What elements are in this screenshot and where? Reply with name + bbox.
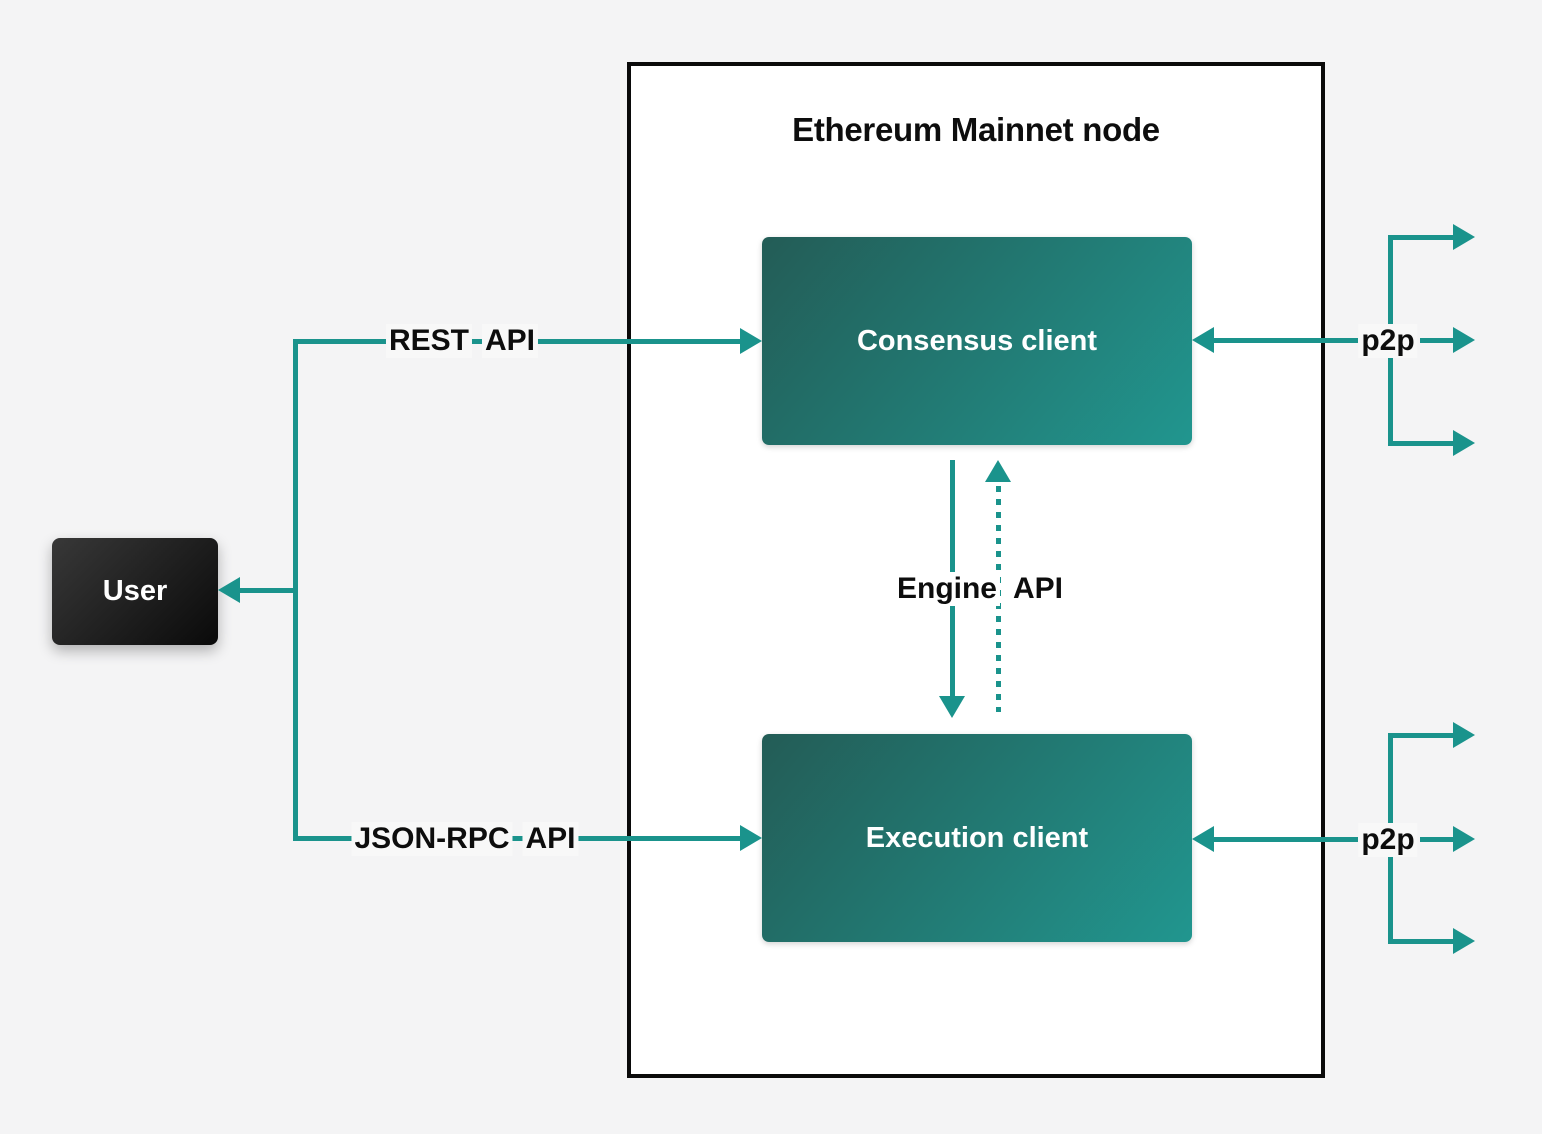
consensus-client-label: Consensus client <box>856 324 1098 357</box>
p2p-bottom-right-line <box>1420 837 1453 842</box>
json-rpc-api-label: JSON-RPC API <box>351 822 579 856</box>
execution-client-box: Execution client <box>762 734 1192 942</box>
p2p-bottom-lower-line <box>1390 939 1453 944</box>
p2p-bottom-lower-arrowhead-icon <box>1453 928 1475 954</box>
user-arrowhead-icon <box>218 577 240 603</box>
json-rpc-arrowhead-icon <box>740 825 762 851</box>
node-title: Ethereum Mainnet node <box>792 111 1160 148</box>
p2p-to-execution-line <box>1212 837 1358 842</box>
user-label: User <box>102 575 168 607</box>
p2p-to-consensus-arrowhead-icon <box>1192 327 1214 353</box>
user-box: User <box>52 538 218 645</box>
p2p-to-execution-arrowhead-icon <box>1192 826 1214 852</box>
json-rpc-word-1: JSON-RPC <box>351 822 513 856</box>
json-rpc-word-2: API <box>522 822 579 856</box>
engine-api-label: Engine API <box>893 572 1067 606</box>
rest-api-word-2: API <box>482 324 539 358</box>
p2p-top-right-arrowhead-icon <box>1453 327 1475 353</box>
execution-client-label: Execution client <box>865 821 1089 854</box>
p2p-bottom-upper-arrowhead-icon <box>1453 722 1475 748</box>
p2p-top-upper-line <box>1390 235 1453 240</box>
p2p-to-consensus-line <box>1212 338 1358 343</box>
engine-api-up-arrowhead-icon <box>985 460 1011 482</box>
consensus-client-box: Consensus client <box>762 237 1192 445</box>
p2p-bottom-label: p2p <box>1358 823 1418 857</box>
p2p-bottom-right-arrowhead-icon <box>1453 826 1475 852</box>
rest-api-word-1: REST <box>385 324 472 358</box>
user-arrow-line <box>240 588 298 593</box>
engine-api-down-arrowhead-icon <box>939 696 965 718</box>
p2p-top-right-line <box>1420 338 1453 343</box>
p2p-top-lower-arrowhead-icon <box>1453 430 1475 456</box>
p2p-top-upper-arrowhead-icon <box>1453 224 1475 250</box>
rest-api-label: REST API <box>385 324 539 358</box>
p2p-top-lower-line <box>1390 441 1453 446</box>
engine-api-word-1: Engine <box>893 572 1000 606</box>
p2p-bottom-upper-line <box>1390 733 1453 738</box>
p2p-top-label: p2p <box>1358 324 1418 358</box>
rest-api-arrowhead-icon <box>740 328 762 354</box>
engine-api-word-2: API <box>1010 572 1067 606</box>
json-rpc-api-line <box>293 836 744 841</box>
